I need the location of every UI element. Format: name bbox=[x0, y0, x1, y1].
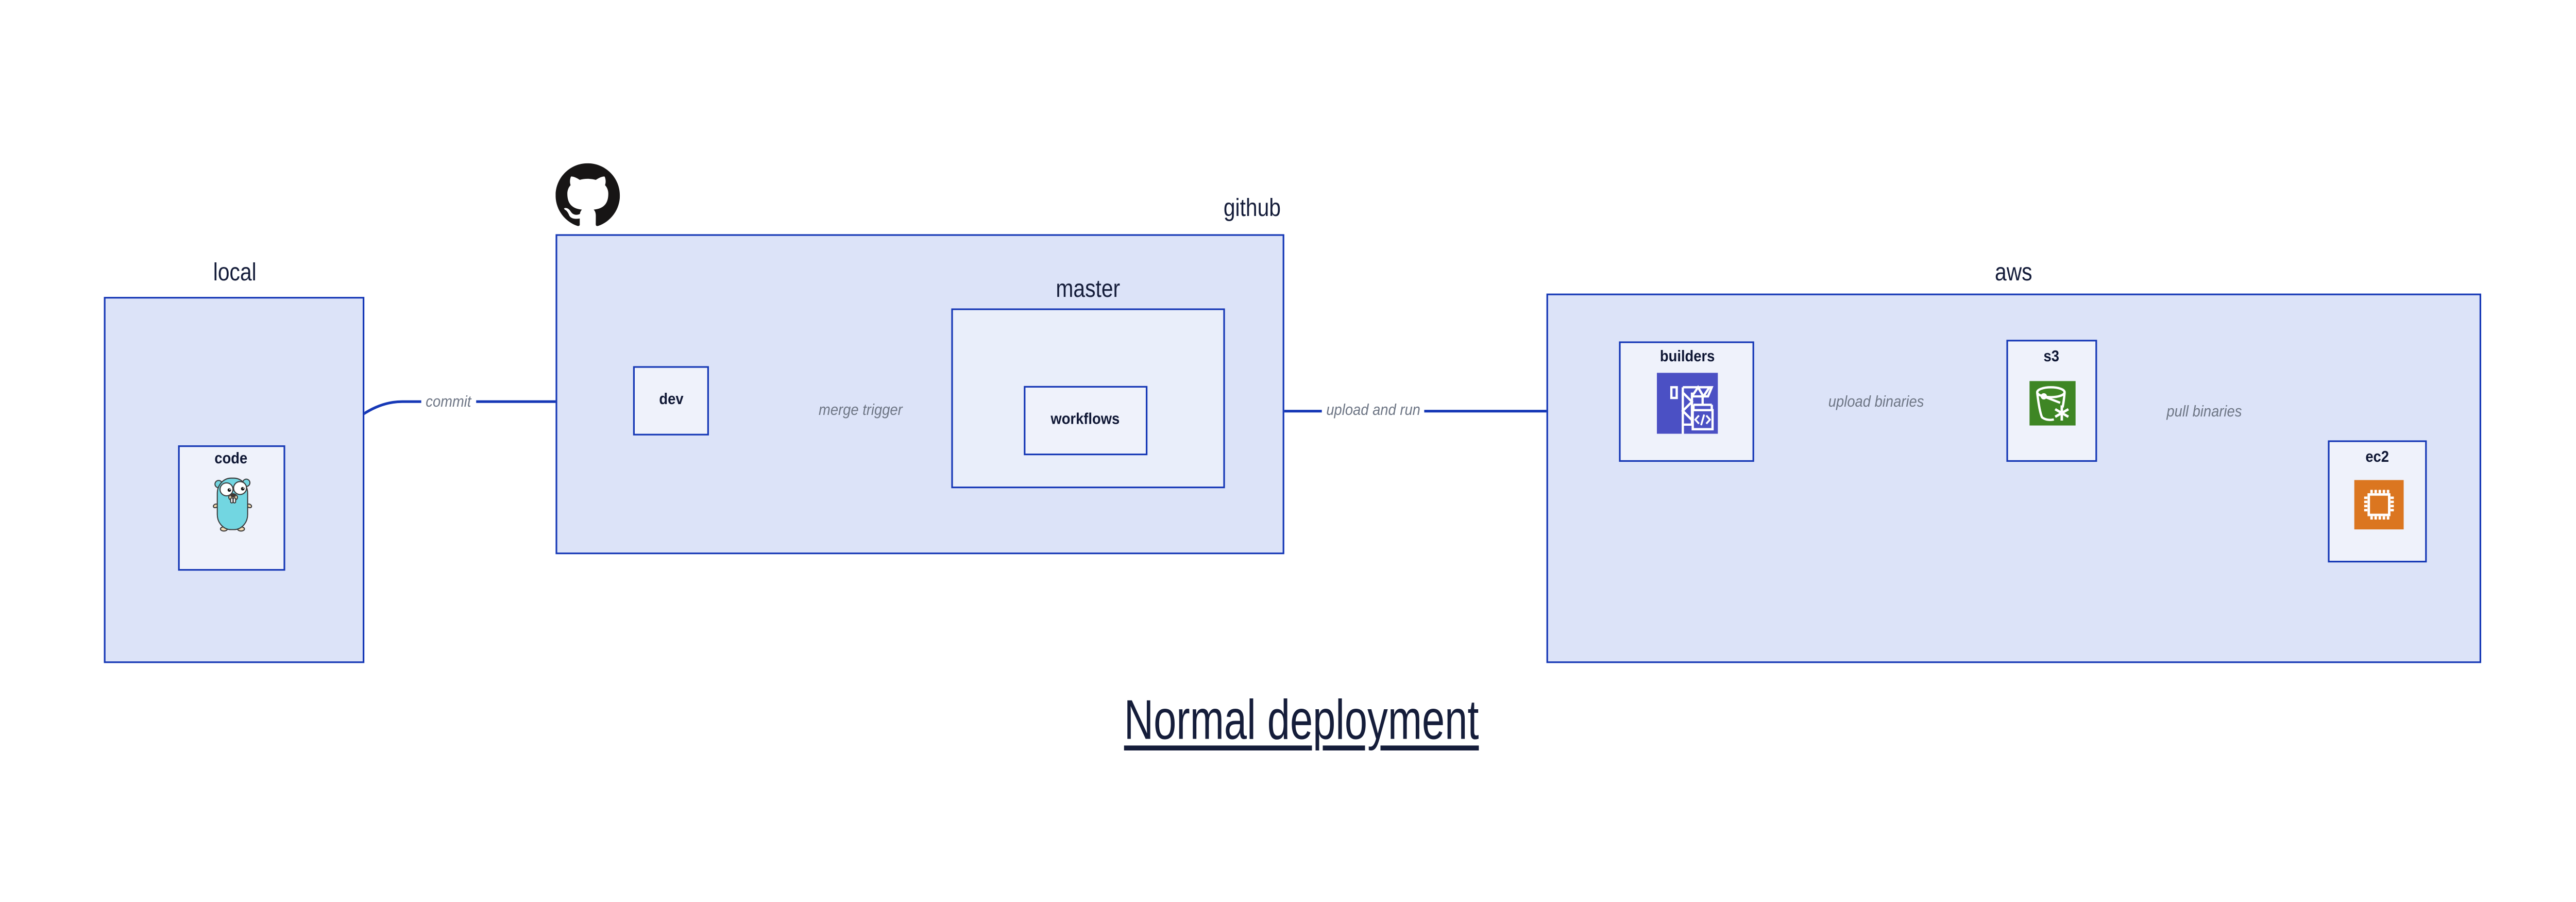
aws-ec2-chip-icon bbox=[2354, 480, 2404, 530]
edge-label-merge-trigger: merge trigger bbox=[814, 402, 907, 420]
diagram-caption: Normal deployment bbox=[1124, 689, 1480, 753]
aws-codebuild-icon bbox=[1657, 373, 1718, 434]
group-local-title: local bbox=[212, 259, 256, 287]
node-code-label: code bbox=[215, 450, 248, 469]
node-s3: s3 bbox=[2006, 340, 2097, 462]
node-ec2-label: ec2 bbox=[2365, 448, 2389, 467]
group-github-title: github bbox=[1224, 194, 1281, 223]
group-aws-title: aws bbox=[1995, 259, 2033, 287]
node-code: code bbox=[178, 445, 285, 571]
aws-s3-bucket-icon bbox=[2029, 381, 2076, 426]
node-dev: dev bbox=[633, 366, 709, 436]
go-gopher-icon bbox=[213, 477, 252, 532]
edge-label-commit: commit bbox=[421, 392, 476, 411]
node-workflows: workflows bbox=[1024, 386, 1148, 456]
edge-label-pull-binaries: pull binaries bbox=[2162, 402, 2247, 421]
edge-label-upload-and-run: upload and run bbox=[1321, 402, 1425, 421]
group-master-title: master bbox=[1056, 275, 1121, 304]
github-octocat-logo-icon bbox=[555, 163, 620, 226]
node-ec2: ec2 bbox=[2328, 440, 2427, 563]
edge-label-upload-binaries: upload binaries bbox=[1824, 392, 1929, 411]
node-builders-label: builders bbox=[1659, 348, 1714, 366]
node-dev-label: dev bbox=[658, 391, 683, 409]
node-builders: builders bbox=[1619, 341, 1754, 462]
node-s3-label: s3 bbox=[2044, 348, 2060, 366]
node-workflows-label: workflows bbox=[1051, 410, 1121, 429]
